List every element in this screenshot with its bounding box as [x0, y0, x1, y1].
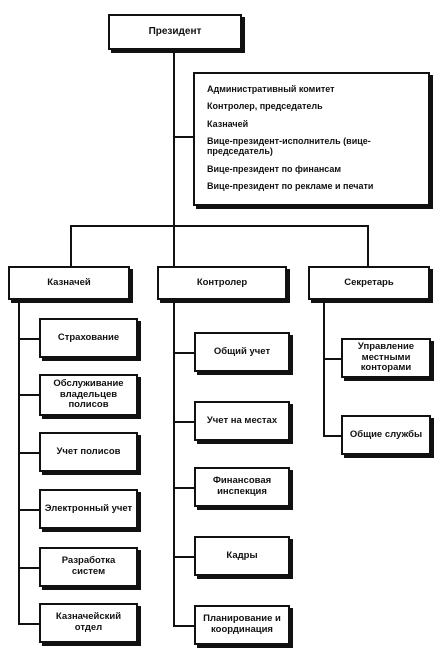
treasurer-child-box: Учет полисов — [39, 432, 138, 472]
connector-president-down — [173, 50, 175, 226]
secretary-label: Секретарь — [344, 276, 394, 288]
committee-item: Контролер, председатель — [207, 101, 323, 112]
controller-child-box: Планирование и координация — [194, 605, 290, 645]
controller-box: Контролер — [157, 266, 287, 300]
treasurer-label: Казначей — [47, 276, 91, 288]
treasurer-child-box: Казначейский отдел — [39, 603, 138, 643]
treasurer-spine — [18, 300, 20, 625]
treasurer-child-box: Обслуживание владельцев полисов — [39, 374, 138, 416]
controller-spine — [173, 300, 175, 627]
treasurer-box: Казначей — [8, 266, 130, 300]
treasurer-child-box: Разработка систем — [39, 547, 138, 587]
treasurer-branch — [18, 567, 39, 569]
treasurer-branch — [18, 452, 39, 454]
treasurer-branch — [18, 394, 39, 396]
controller-child-box: Кадры — [194, 536, 290, 576]
connector-top-bar — [70, 225, 369, 227]
treasurer-branch — [18, 338, 39, 340]
secretary-branch — [323, 435, 341, 437]
secretary-branch — [323, 358, 341, 360]
controller-label: Контролер — [196, 276, 248, 288]
treasurer-child-box: Страхование — [39, 318, 138, 358]
controller-branch — [173, 421, 194, 423]
treasurer-child-label: Электронный учет — [44, 502, 133, 514]
treasurer-branch — [18, 509, 39, 511]
controller-child-label: Учет на местах — [206, 414, 278, 426]
secretary-child-label: Управление местными конторами — [357, 341, 415, 374]
secretary-box: Секретарь — [308, 266, 430, 300]
committee-item: Казначей — [207, 118, 249, 129]
president-box: Президент — [108, 14, 242, 50]
controller-child-label: Кадры — [226, 549, 258, 561]
treasurer-child-box: Электронный учет — [39, 489, 138, 529]
controller-child-label: Финансовая инспекция — [212, 475, 272, 497]
secretary-child-label: Общие службы — [349, 428, 423, 440]
controller-child-box: Общий учет — [194, 332, 290, 372]
committee-item: Вице-президент по рекламе и печати — [207, 181, 374, 192]
controller-branch — [173, 625, 194, 627]
committee-item: Вице-президент-исполнитель (вице-председ… — [207, 136, 371, 157]
connector-treasurer-drop — [70, 225, 72, 266]
controller-child-label: Общий учет — [213, 345, 271, 357]
controller-child-box: Финансовая инспекция — [194, 467, 290, 507]
controller-child-label: Планирование и координация — [203, 613, 281, 635]
committee-item: Административный комитет — [207, 84, 335, 94]
treasurer-child-label: Обслуживание владельцев полисов — [53, 378, 124, 411]
treasurer-child-label: Страхование — [57, 331, 120, 343]
connector-to-committee — [173, 136, 193, 138]
controller-child-box: Учет на местах — [194, 401, 290, 441]
controller-branch — [173, 352, 194, 354]
treasurer-child-label: Учет полисов — [56, 445, 121, 457]
controller-branch — [173, 556, 194, 558]
connector-controller-drop — [173, 225, 175, 266]
treasurer-child-label: Разработка систем — [61, 555, 116, 577]
controller-branch — [173, 487, 194, 489]
president-label: Президент — [148, 26, 202, 38]
secretary-child-box: Общие службы — [341, 415, 431, 455]
secretary-spine — [323, 300, 325, 437]
administrative-committee-box: Административный комитет Контролер, пред… — [193, 72, 430, 206]
treasurer-branch — [18, 623, 39, 625]
committee-item: Вице-президент по финансам — [207, 163, 342, 174]
connector-secretary-drop — [367, 225, 369, 266]
secretary-child-box: Управление местными конторами — [341, 338, 431, 378]
treasurer-child-label: Казначейский отдел — [55, 611, 122, 633]
